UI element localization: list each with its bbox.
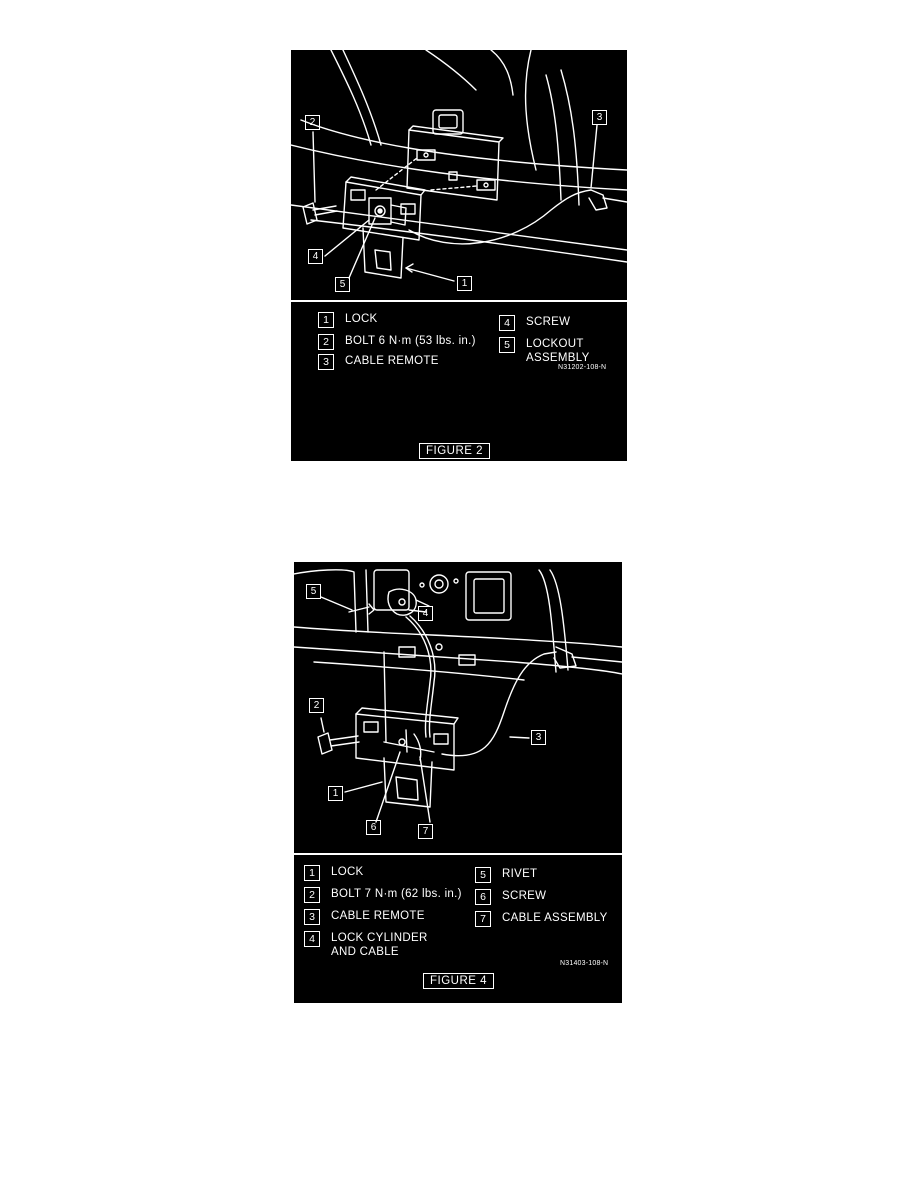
legend-item-cable-assembly: 7 CABLE ASSEMBLY [475, 911, 608, 927]
legend-item-rivet: 5 RIVET [475, 867, 537, 883]
callout-3: 3 [592, 110, 607, 125]
legend-item-bolt: 2 BOLT 7 N·m (62 lbs. in.) [304, 887, 462, 903]
callout-5: 5 [306, 584, 321, 599]
legend-item-lock-cylinder: 4 LOCK CYLINDER AND CABLE [304, 931, 428, 959]
figure-2-illustration [291, 50, 627, 302]
legend-label: CABLE REMOTE [345, 355, 439, 367]
legend-number: 7 [475, 911, 491, 927]
callout-6: 6 [366, 820, 381, 835]
legend-number: 3 [304, 909, 320, 925]
legend-item-screw: 4 SCREW [499, 315, 570, 331]
legend-item-lockout-assembly: 5 LOCKOUT ASSEMBLY [499, 337, 590, 365]
legend-label: SCREW [502, 890, 547, 902]
legend-number: 1 [318, 312, 334, 328]
callout-3: 3 [531, 730, 546, 745]
legend-number: 1 [304, 865, 320, 881]
legend-number: 4 [304, 931, 320, 947]
legend-label: BOLT 7 N·m (62 lbs. in.) [331, 888, 462, 900]
legend-label: RIVET [502, 868, 538, 880]
legend-item-bolt: 2 BOLT 6 N·m (53 lbs. in.) [318, 334, 476, 350]
legend-item-screw: 6 SCREW [475, 889, 546, 905]
legend-item-cable-remote: 3 CABLE REMOTE [318, 354, 439, 370]
legend-number: 2 [304, 887, 320, 903]
figure-code: N31202-108-N [558, 364, 607, 371]
legend-label: LOCK [331, 866, 364, 878]
legend-label: LOCKOUT ASSEMBLY [526, 338, 590, 364]
legend-label: SCREW [526, 316, 571, 328]
legend-item-cable-remote: 3 CABLE REMOTE [304, 909, 425, 925]
callout-4: 4 [418, 606, 433, 621]
callout-1: 1 [457, 276, 472, 291]
legend-item-lock: 1 LOCK [304, 865, 364, 881]
legend-number: 4 [499, 315, 515, 331]
figure-label: FIGURE 4 [423, 973, 495, 989]
legend-number: 2 [318, 334, 334, 350]
callout-4: 4 [308, 249, 323, 264]
legend-label: CABLE ASSEMBLY [502, 912, 608, 924]
callout-1: 1 [328, 786, 343, 801]
callout-2: 2 [309, 698, 324, 713]
legend-label: LOCK [345, 313, 378, 325]
legend-number: 3 [318, 354, 334, 370]
legend-label: CABLE REMOTE [331, 910, 425, 922]
callout-7: 7 [418, 824, 433, 839]
legend-item-lock: 1 LOCK [318, 312, 378, 328]
legend-label: BOLT 6 N·m (53 lbs. in.) [345, 335, 476, 347]
figure-code: N31403-108-N [560, 960, 609, 967]
legend-label: LOCK CYLINDER AND CABLE [331, 932, 428, 958]
figure-2-panel: 2 3 4 5 1 1 LOCK 2 BOLT 6 N·m (53 lbs. i… [291, 50, 627, 461]
callout-2: 2 [305, 115, 320, 130]
legend-number: 6 [475, 889, 491, 905]
figure-4-panel: 5 4 2 3 1 6 7 1 LOCK 2 BOLT 7 N·m (62 lb… [294, 562, 622, 1003]
figure-label: FIGURE 2 [419, 443, 491, 459]
legend-number: 5 [499, 337, 515, 353]
callout-5: 5 [335, 277, 350, 292]
figure-4-illustration [294, 569, 622, 855]
legend-number: 5 [475, 867, 491, 883]
